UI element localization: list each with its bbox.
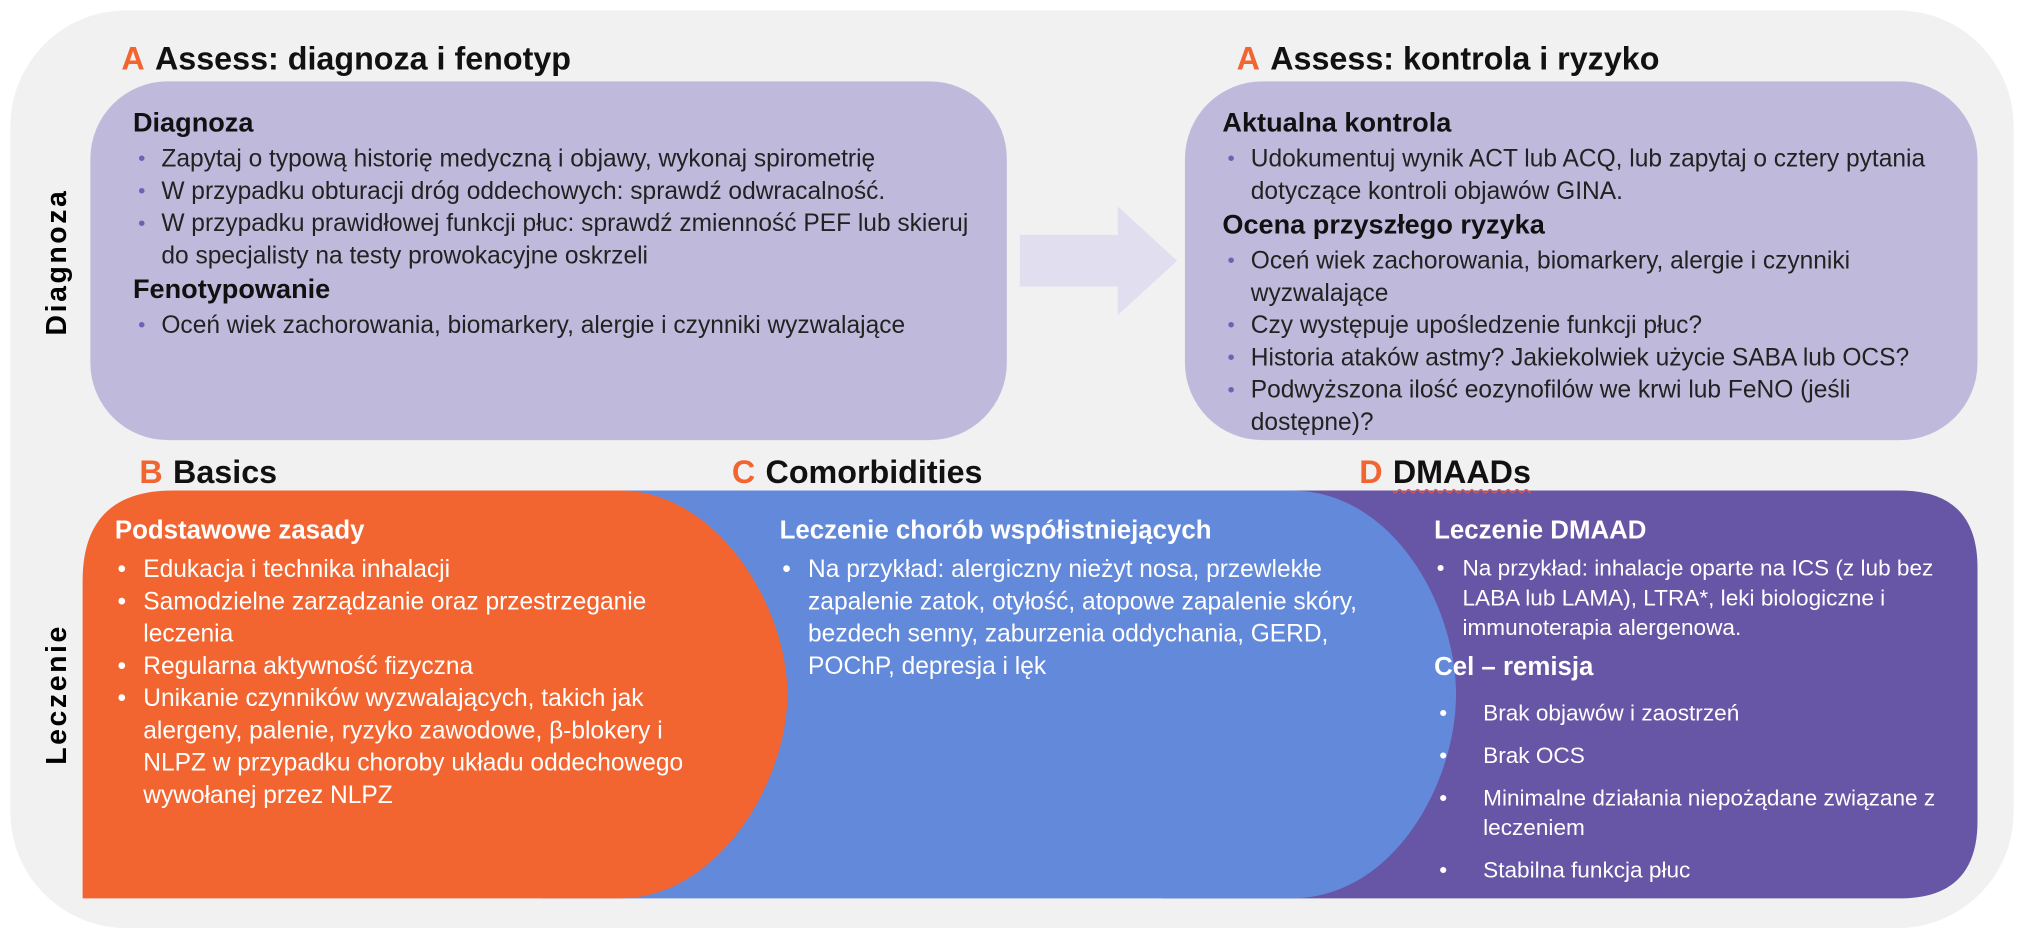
right-arrow-icon: [1019, 206, 1178, 315]
dmaads-list: Na przykład: inhalacje oparte na ICS (z …: [1434, 554, 1957, 643]
section-letter: D: [1359, 454, 1383, 491]
list-item: Stabilna funkcja płuc: [1434, 856, 1957, 886]
risk-list: Oceń wiek zachorowania, biomarkery, aler…: [1222, 245, 1971, 439]
list-item: Oceń wiek zachorowania, biomarkery, aler…: [133, 310, 985, 342]
risk-heading: Ocena przyszłego ryzyka: [1222, 210, 1545, 241]
diagnosis-heading: Diagnoza: [132, 108, 254, 139]
section-letter: C: [731, 454, 756, 491]
list-item: W przypadku prawidłowej funkcji płuc: sp…: [133, 208, 985, 273]
section-letter: B: [139, 454, 163, 491]
comorbidities-content: Leczenie chorób współistniejących Na prz…: [780, 514, 1387, 683]
section-title-text: Comorbidities: [765, 454, 983, 491]
comorbidities-list: Na przykład: alergiczny nieżyt nosa, prz…: [780, 554, 1387, 683]
basics-heading: Podstawowe zasady: [114, 516, 365, 545]
basics-list: Edukacja i technika inhalacji Samodzieln…: [115, 554, 722, 812]
section-title-text: DMAADs: [1392, 454, 1531, 491]
diagnosis-list: Zapytaj o typową historię medyczną i obj…: [133, 143, 985, 272]
assess-control-content: Aktualna kontrola Udokumentuj wynik ACT …: [1222, 106, 1971, 439]
list-item: Unikanie czynników wyzwalających, takich…: [115, 683, 722, 812]
section-title-assess-control: A Assess: kontrola i ryzyko: [1237, 41, 1660, 78]
phenotyping-heading: Fenotypowanie: [132, 274, 331, 305]
list-item: Historia ataków astmy? Jakiekolwiek użyc…: [1222, 342, 1971, 374]
phenotyping-list: Oceń wiek zachorowania, biomarkery, aler…: [133, 310, 985, 342]
goal-list: Brak objawów i zaostrzeń Brak OCS Minima…: [1434, 698, 1957, 885]
assess-diagnosis-content: Diagnoza Zapytaj o typową historię medyc…: [133, 106, 985, 342]
section-title-text: Basics: [173, 454, 278, 491]
section-title-text: Assess: kontrola i ryzyko: [1270, 41, 1660, 78]
list-item: Udokumentuj wynik ACT lub ACQ, lub zapyt…: [1222, 143, 1971, 208]
basics-content: Podstawowe zasady Edukacja i technika in…: [115, 514, 722, 812]
section-letter: A: [121, 41, 145, 78]
control-list: Udokumentuj wynik ACT lub ACQ, lub zapyt…: [1222, 143, 1971, 208]
dmaads-heading: Leczenie DMAAD: [1434, 516, 1647, 545]
list-item: Minimalne działania niepożądane związane…: [1434, 784, 1957, 843]
list-item: Na przykład: alergiczny nieżyt nosa, prz…: [780, 554, 1387, 683]
list-item: Oceń wiek zachorowania, biomarkery, aler…: [1222, 245, 1971, 310]
list-item: W przypadku obturacji dróg oddechowych: …: [133, 176, 985, 208]
goal-heading: Cel – remisja: [1434, 653, 1594, 682]
section-title-text: Assess: diagnoza i fenotyp: [154, 41, 571, 78]
list-item: Zapytaj o typową historię medyczną i obj…: [133, 143, 985, 175]
control-heading: Aktualna kontrola: [1222, 108, 1452, 139]
list-item: Regularna aktywność fizyczna: [115, 651, 722, 683]
comorbidities-heading: Leczenie chorób współistniejących: [779, 516, 1212, 545]
list-item: Edukacja i technika inhalacji: [115, 554, 722, 586]
list-item: Samodzielne zarządzanie oraz przestrzega…: [115, 586, 722, 651]
dmaads-content: Leczenie DMAAD Na przykład: inhalacje op…: [1434, 514, 1957, 885]
list-item: Brak OCS: [1434, 741, 1957, 771]
list-item: Brak objawów i zaostrzeń: [1434, 698, 1957, 728]
section-title-basics: B Basics: [139, 454, 277, 491]
list-item: Podwyższona ilość eozynofilów we krwi lu…: [1222, 374, 1971, 439]
list-item: Czy występuje upośledzenie funkcji płuc?: [1222, 310, 1971, 342]
list-item: Na przykład: inhalacje oparte na ICS (z …: [1434, 554, 1957, 643]
section-letter: A: [1236, 41, 1260, 78]
